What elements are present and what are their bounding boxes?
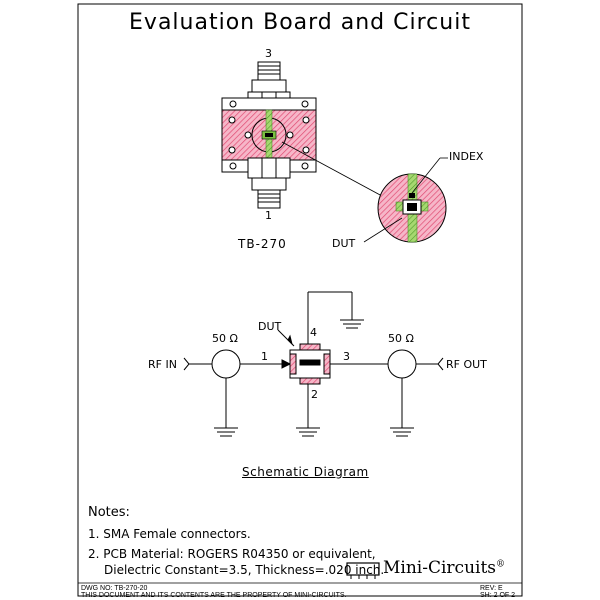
logo-chip <box>346 562 380 576</box>
dut-label-schematic: DUT <box>258 320 282 333</box>
property-notice: THIS DOCUMENT AND ITS CONTENTS ARE THE P… <box>81 592 347 599</box>
port-label-top: 3 <box>265 47 272 60</box>
pin-label-1: 1 <box>261 350 268 363</box>
notes-heading: Notes: <box>88 505 130 520</box>
dut-detail-zoom <box>377 173 447 243</box>
index-leader <box>411 157 441 194</box>
impedance-label-left: 50 Ω <box>212 332 238 345</box>
schematic-caption: Schematic Diagram <box>242 465 369 479</box>
note-item: 1. SMA Female connectors. <box>88 527 251 541</box>
port-label-bottom: 1 <box>265 209 272 222</box>
zoom-leader <box>281 141 383 197</box>
revision: REV: E <box>480 585 503 592</box>
page-border <box>77 3 523 597</box>
dut-leader <box>363 217 403 243</box>
board-caption: TB-270 <box>238 237 287 251</box>
pin-label-3: 3 <box>343 350 350 363</box>
source-left <box>211 349 241 379</box>
index-label: INDEX <box>449 150 484 163</box>
rf-out-label: RF OUT <box>446 358 487 371</box>
sma-connector-bottom <box>247 157 291 209</box>
pin-label-2: 2 <box>311 388 318 401</box>
brand-logo: Mini-Circuits® <box>345 558 505 578</box>
note-item: 2. PCB Material: ROGERS R04350 or equiva… <box>88 547 376 561</box>
source-right <box>387 349 417 379</box>
impedance-label-right: 50 Ω <box>388 332 414 345</box>
dut-label-board: DUT <box>332 237 356 250</box>
pin-label-4: 4 <box>310 326 317 339</box>
note-item-continuation: Dielectric Constant=3.5, Thickness=.020 … <box>104 563 385 577</box>
registered-mark: ® <box>496 559 506 570</box>
drawing-number: DWG NO: TB-270-20 <box>81 585 148 592</box>
schematic <box>183 291 444 437</box>
evaluation-board <box>221 61 448 243</box>
sheet-number: SH: 2 OF 2 <box>480 592 516 599</box>
page-title: Evaluation Board and Circuit <box>129 10 471 35</box>
rf-in-label: RF IN <box>148 358 177 371</box>
brand-name: Mini-Circuits <box>383 558 497 578</box>
notes-section: Notes: 1. SMA Female connectors. 2. PCB … <box>88 505 384 580</box>
